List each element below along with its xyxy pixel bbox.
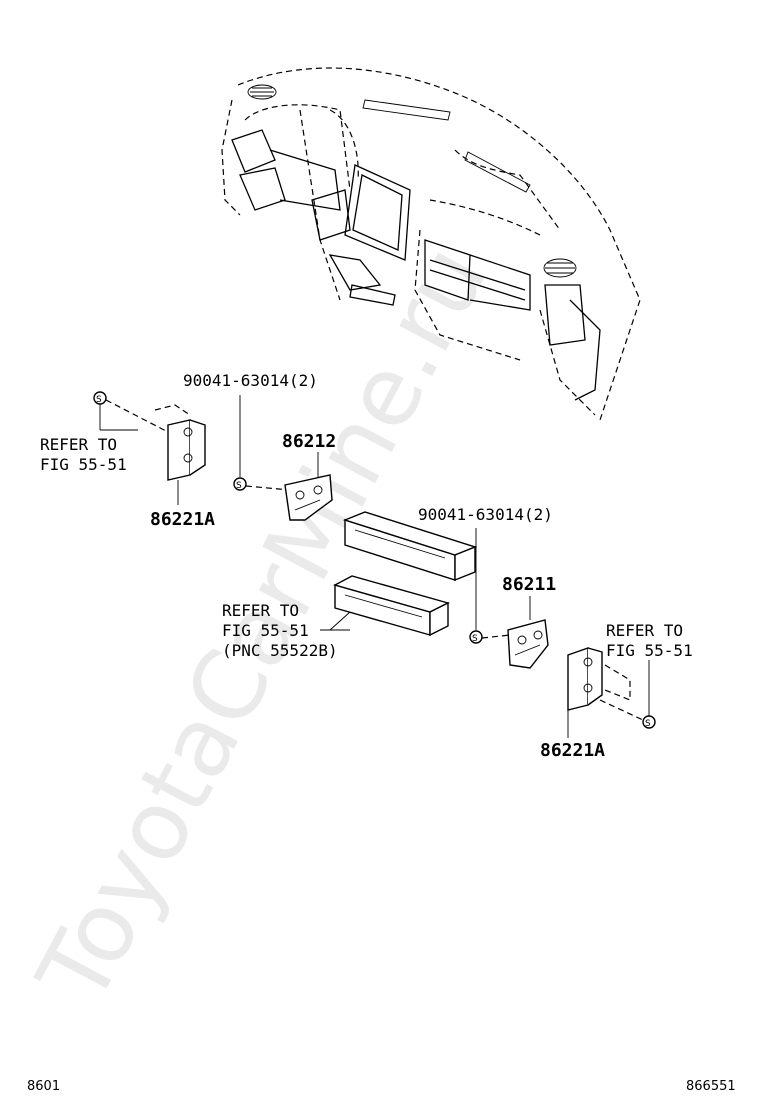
bracket-86212[interactable] [284, 474, 333, 521]
refer-center-line2: FIG 55-51 [222, 621, 309, 640]
bracket-86221A-right[interactable] [567, 647, 631, 711]
svg-text:S: S [96, 395, 102, 405]
screw-symbol-right-bottom[interactable]: S [642, 715, 656, 729]
part-number-86221A-left[interactable]: 86221A [150, 509, 215, 530]
part-number-86211[interactable]: 86211 [502, 574, 556, 595]
console-pocket-upper[interactable] [342, 511, 478, 582]
svg-text:S: S [645, 719, 651, 729]
screw-symbol-left-top[interactable]: S [93, 391, 107, 405]
refer-center-line1: REFER TO [222, 601, 299, 620]
screw-symbol-86212[interactable]: S [233, 477, 247, 491]
refer-right-line2: FIG 55-51 [606, 641, 693, 660]
footer-left-code: 8601 [27, 1079, 60, 1094]
console-pocket-lower[interactable] [333, 575, 450, 637]
bracket-86211[interactable] [507, 619, 549, 669]
svg-text:S: S [472, 634, 478, 644]
part-number-86221A-right[interactable]: 86221A [540, 740, 605, 761]
refer-right-line1: REFER TO [606, 621, 683, 640]
refer-center-line3: (PNC 55522B) [222, 641, 338, 660]
screw-part-number-left[interactable]: 90041-63014(2) [183, 371, 318, 390]
refer-left-line1: REFER TO [40, 435, 117, 454]
screw-symbol-86211[interactable]: S [469, 630, 483, 644]
svg-text:S: S [236, 481, 242, 491]
dashboard-illustration [221, 67, 641, 421]
refer-left-line2: FIG 55-51 [40, 455, 127, 474]
footer-right-code: 866551 [686, 1079, 736, 1094]
bracket-86221A-left[interactable] [154, 404, 206, 481]
part-number-86212[interactable]: 86212 [282, 431, 336, 452]
screw-part-number-right[interactable]: 90041-63014(2) [418, 505, 553, 524]
